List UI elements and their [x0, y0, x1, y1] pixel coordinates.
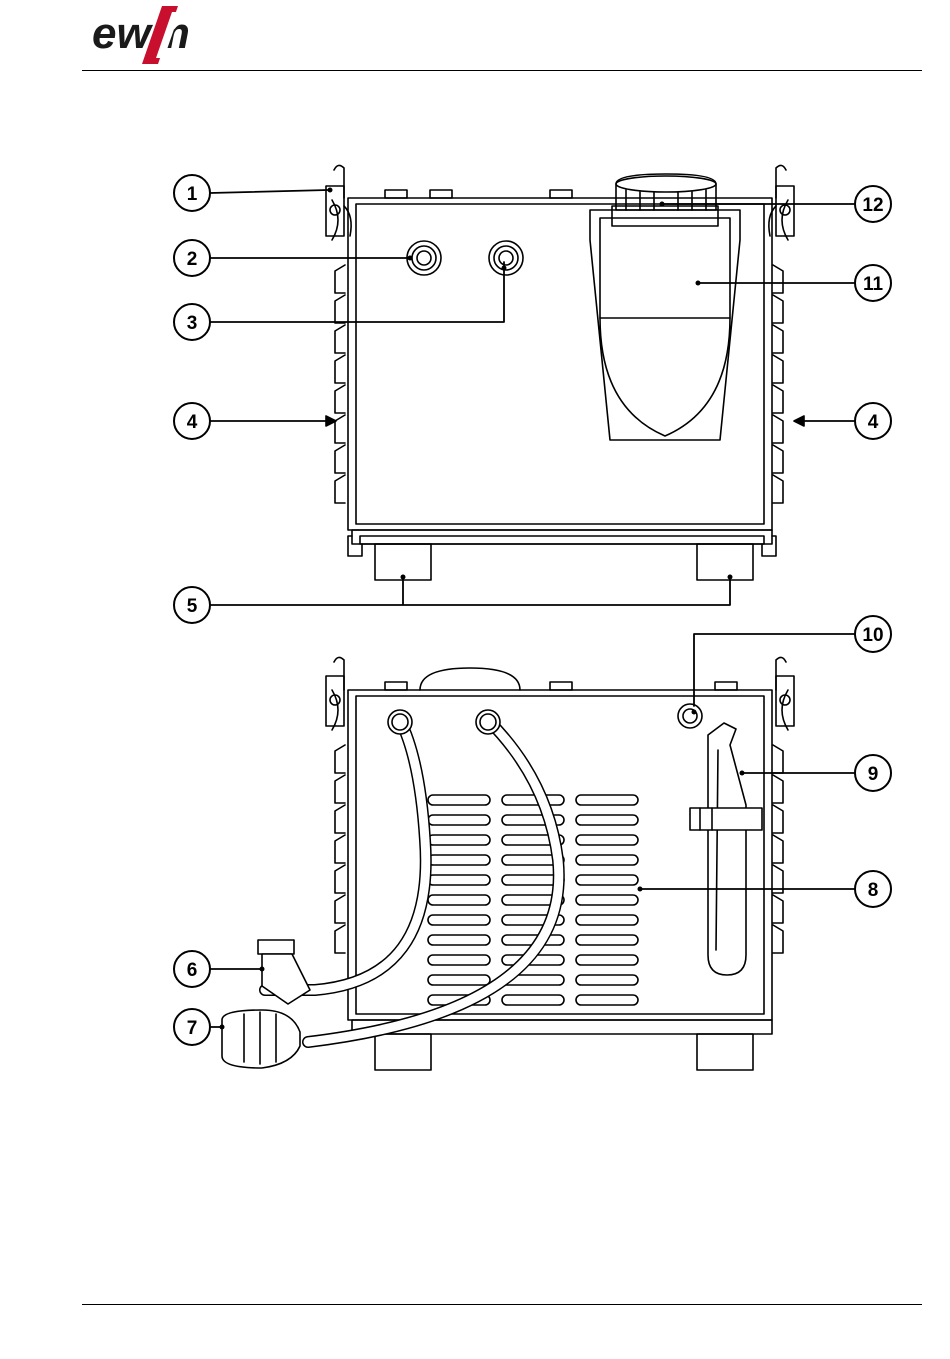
unit-front-view: [326, 165, 794, 580]
callout-6-label: 6: [187, 960, 198, 981]
callout-12-label: 12: [862, 195, 883, 216]
callout-9-label: 9: [868, 764, 879, 785]
level-indicator-hose: [690, 723, 762, 975]
callout-11-label: 11: [863, 274, 884, 295]
supply-hose-plug: [222, 1010, 300, 1068]
unit-rear-view: [222, 657, 794, 1070]
callout-8-label: 8: [868, 880, 879, 901]
fuse-holder: [678, 704, 702, 728]
housing-front: [348, 198, 772, 530]
cooling-fins-right: [773, 265, 783, 503]
callout-7-label: 7: [187, 1018, 198, 1039]
ventilation-grille: [428, 795, 638, 1005]
rear-cooling-fins-right: [773, 745, 783, 953]
foot-right: [697, 544, 753, 580]
coolant-hoses: [265, 710, 559, 1042]
leader-lines: [210, 190, 854, 1027]
callout-4-left-label: 4: [187, 412, 198, 433]
callout-2-label: 2: [187, 249, 198, 270]
coolant-tank: [590, 206, 740, 440]
callout-1-label: 1: [187, 184, 198, 205]
cooling-fins-left: [335, 265, 345, 503]
callout-4-right-label: 4: [868, 412, 879, 433]
rear-cooling-fins-left: [335, 745, 345, 953]
coolant-coupling-return: [489, 241, 523, 275]
callout-3-label: 3: [187, 313, 198, 334]
callout-5-label: 5: [187, 596, 198, 617]
callout-10-label: 10: [862, 625, 883, 646]
